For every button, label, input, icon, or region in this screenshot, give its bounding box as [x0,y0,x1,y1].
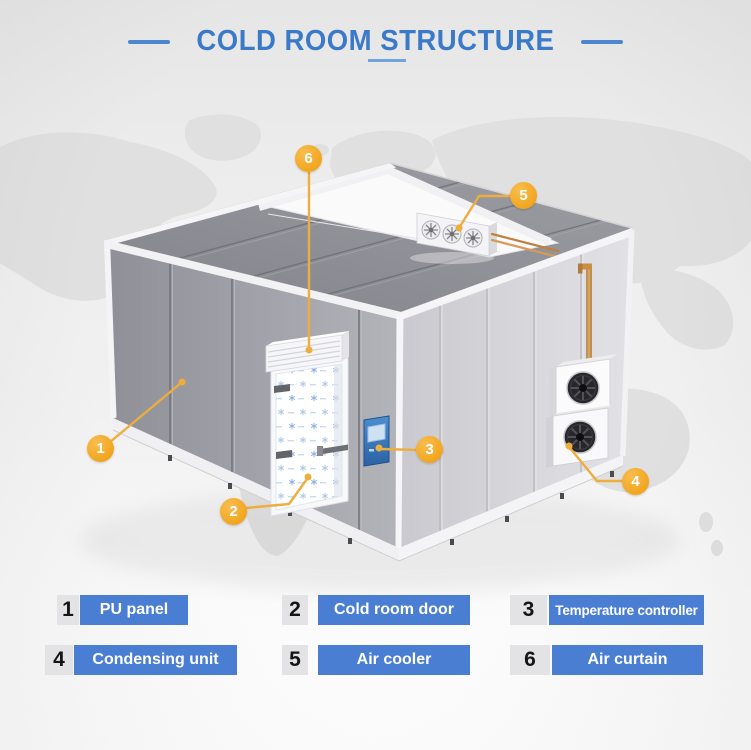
callout-badge-3: 3 [416,436,443,463]
controller-screen [367,423,386,443]
callout-line-4 [568,446,625,483]
legend-num-6: 6 [510,645,550,675]
legend-num-4: 4 [45,645,73,675]
copper-pipe [586,267,592,364]
title-dash-right [580,39,623,44]
air-curtain-unit [265,331,349,373]
cooler-fan-icon [463,228,483,248]
base-trim [112,418,624,562]
legend-label-1: PU panel [80,595,188,625]
legend-num-2: 2 [282,595,308,625]
legend-num-5: 5 [282,645,308,675]
legend-label-6: Air curtain [552,645,703,675]
right-wall-pu-panels [399,228,632,548]
condenser-fan-icon [566,371,600,405]
legend-label-5: Air cooler [318,645,470,675]
callout-lines [108,171,625,510]
callout-line-3 [379,447,419,452]
callout-dot-2 [304,473,312,481]
callout-badge-1: 1 [87,435,114,462]
page-title: COLD ROOM STRUCTURE [196,25,555,57]
door-handle [320,444,348,455]
condensing-unit [546,263,617,468]
panel-edge-trims [104,162,635,550]
callout-dot-3 [375,444,383,452]
legend-label-2: Cold room door [318,595,470,625]
callout-badge-5: 5 [510,182,537,209]
air-cooler-unit [416,210,497,257]
callout-line-1 [108,381,183,444]
callout-dot-1 [178,378,186,386]
callout-dot-4 [565,442,573,450]
title-row: COLD ROOM STRUCTURE [0,25,751,58]
door-hinge [274,384,290,393]
cooler-fan-icon [421,220,441,240]
callout-dot-5 [455,224,463,232]
legend-label-4: Condensing unit [74,645,237,675]
callout-badge-6: 6 [295,145,322,172]
callout-line-5 [457,194,513,230]
refrigerant-pipes [490,232,560,259]
temperature-controller-unit [363,415,390,467]
title-underline [368,59,406,62]
title-dash-left [128,39,171,44]
callout-line-2 [244,477,309,510]
legend-label-3: Temperature controller [549,595,704,625]
callout-dot-6 [305,346,313,354]
right-wall-panel-seams [439,246,584,531]
callout-badge-4: 4 [622,468,649,495]
cold-room-door [270,357,349,517]
callout-badge-2: 2 [220,498,247,525]
legend-num-1: 1 [57,595,79,625]
left-wall-panel-seams [169,255,362,530]
legend-num-3: 3 [510,595,547,625]
door-hinge [276,450,292,459]
